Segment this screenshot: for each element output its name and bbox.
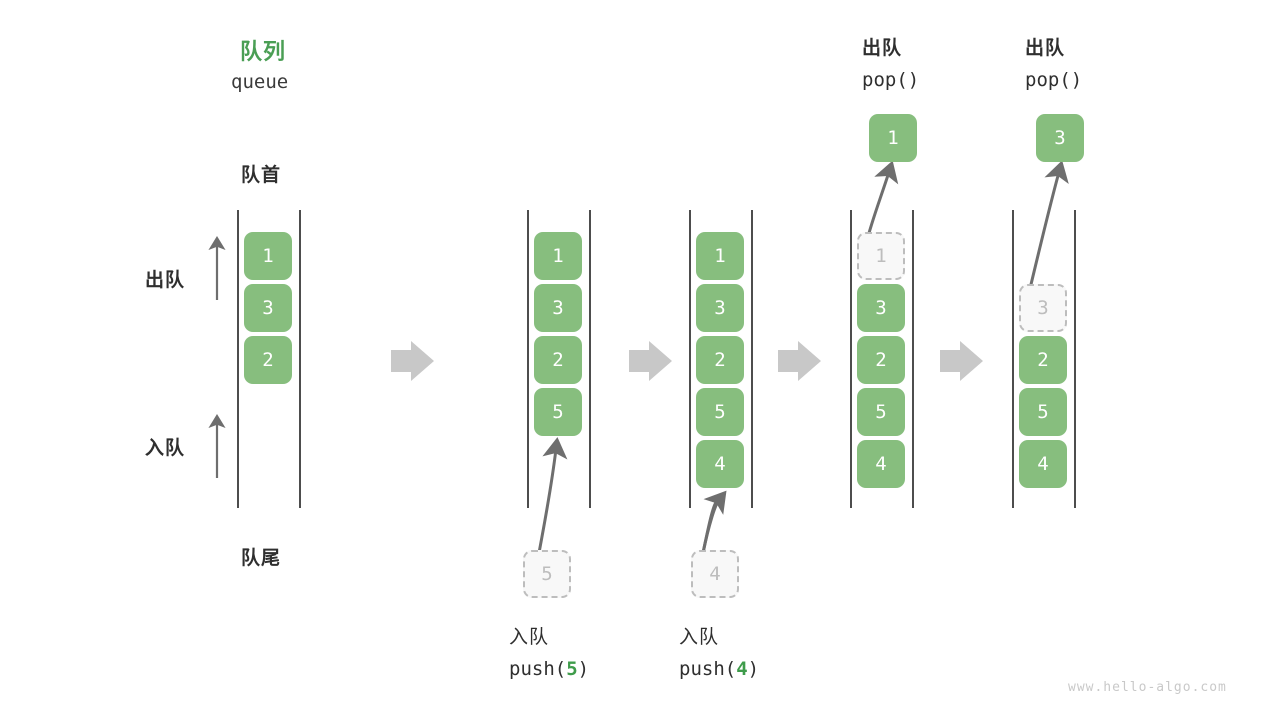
panel-5-op-code: pop() — [1025, 69, 1083, 91]
panel-5-cell-0: 2 — [1019, 336, 1067, 384]
panel-4-cell-1: 2 — [857, 336, 905, 384]
panel-4-rail-right — [912, 210, 914, 508]
panel-2-caption-code-suffix: ) — [577, 658, 590, 680]
panel-2-caption-cn: 入队 — [509, 627, 550, 648]
panel-1-rail-left — [237, 210, 239, 508]
front-label: 队首 — [241, 165, 282, 186]
dequeue-label: 出队 — [145, 270, 186, 291]
panel-3-caption-code-prefix: push( — [679, 658, 737, 680]
page-subtitle: queue — [231, 71, 289, 93]
push-5-arrow — [537, 437, 568, 554]
panel-5-rail-left — [1012, 210, 1014, 508]
panel-2-rail-left — [527, 210, 529, 508]
panel-3-cell-4: 4 — [696, 440, 744, 488]
panel-5-cell-1: 5 — [1019, 388, 1067, 436]
panel-2-caption-code-value: 5 — [566, 658, 578, 680]
panel-5-cell-2: 4 — [1019, 440, 1067, 488]
panel-4-cell-2: 5 — [857, 388, 905, 436]
panel-2-rail-right — [589, 210, 591, 508]
panel-4-cell-3: 4 — [857, 440, 905, 488]
panel-2-incoming-cell: 5 — [523, 550, 571, 598]
panel-1-cell-2: 2 — [244, 336, 292, 384]
panel-4-ghost-cell: 1 — [857, 232, 905, 280]
panel-3-cell-0: 1 — [696, 232, 744, 280]
panel-5-rail-right — [1074, 210, 1076, 508]
page-title: 队列 — [240, 39, 287, 64]
panel-2-caption-code: push(5) — [509, 658, 589, 680]
panel-1-cell-1: 3 — [244, 284, 292, 332]
step-arrow-4 — [940, 341, 983, 381]
rear-label: 队尾 — [241, 548, 282, 569]
panel-3-incoming-cell: 4 — [691, 550, 739, 598]
panel-3-caption-cn: 入队 — [679, 627, 720, 648]
panel-3-caption-code: push(4) — [679, 658, 759, 680]
panel-4-op-code: pop() — [862, 69, 920, 91]
panel-1-cell-0: 1 — [244, 232, 292, 280]
panel-5-op-cn: 出队 — [1025, 38, 1066, 59]
pop-3-arrow — [1026, 160, 1069, 298]
panel-5-popped-cell: 3 — [1036, 114, 1084, 162]
panel-5-ghost-cell: 3 — [1019, 284, 1067, 332]
panel-4-rail-left — [850, 210, 852, 508]
step-arrow-3 — [778, 341, 821, 381]
panel-3-caption-code-suffix: ) — [747, 658, 760, 680]
panel-4-popped-cell: 1 — [869, 114, 917, 162]
panel-3-rail-left — [689, 210, 691, 508]
panel-4-cell-0: 3 — [857, 284, 905, 332]
push-4-arrow — [701, 490, 727, 554]
panel-2-cell-0: 1 — [534, 232, 582, 280]
step-arrow-1 — [391, 341, 434, 381]
panel-3-cell-1: 3 — [696, 284, 744, 332]
watermark: www.hello-algo.com — [1068, 680, 1227, 695]
panel-4-op-cn: 出队 — [862, 38, 903, 59]
panel-3-caption-code-value: 4 — [736, 658, 748, 680]
panel-2-caption-code-prefix: push( — [509, 658, 567, 680]
step-arrow-2 — [629, 341, 672, 381]
panel-1-rail-right — [299, 210, 301, 508]
panel-3-rail-right — [751, 210, 753, 508]
panel-2-cell-3: 5 — [534, 388, 582, 436]
panel-3-cell-3: 5 — [696, 388, 744, 436]
panel-3-cell-2: 2 — [696, 336, 744, 384]
panel-2-cell-1: 3 — [534, 284, 582, 332]
panel-2-cell-2: 2 — [534, 336, 582, 384]
enqueue-label: 入队 — [145, 438, 186, 459]
